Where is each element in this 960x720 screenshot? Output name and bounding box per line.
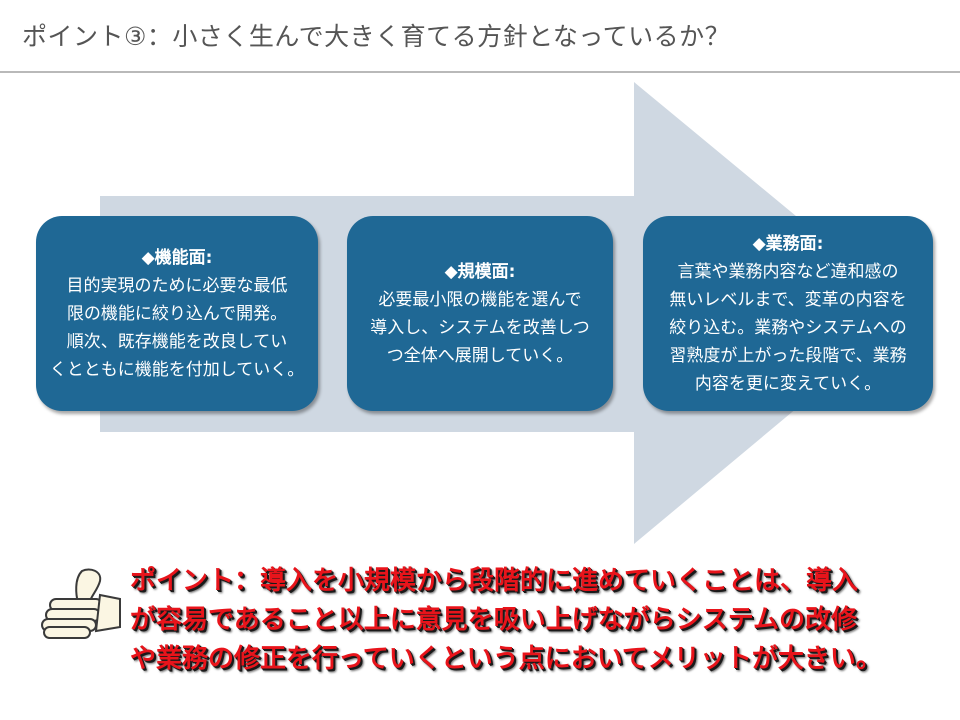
key-point-line: が容易であること以上に意見を吸い上げながらシステムの改修 bbox=[130, 605, 857, 635]
box-line: 言葉や業務内容など違和感の bbox=[677, 261, 899, 282]
box-line: 絞り込む。業務やシステムへの bbox=[669, 317, 907, 338]
key-point-line: ポイント：導入を小規模から段階的に進めていくことは、導入 bbox=[130, 566, 859, 596]
box-line: 目的実現のために必要な最低 bbox=[66, 275, 288, 296]
scale-aspect-box: ◆規模面: 必要最小限の機能を選んで 導入し、システムを改善しつ つ全体へ展開し… bbox=[347, 216, 613, 411]
thumbs-up-hand-icon bbox=[41, 568, 121, 639]
box-heading: ◆機能面: bbox=[141, 247, 213, 268]
box-line: 必要最小限の機能を選んで bbox=[378, 289, 582, 310]
box-line: 無いレベルまで、変革の内容を bbox=[669, 289, 907, 310]
box-line: 習熟度が上がった段階で、業務 bbox=[669, 345, 907, 366]
slide-title: ポイント③：小さく生んで大きく育てる方針となっているか？ bbox=[22, 22, 731, 51]
box-heading: ◆業務面: bbox=[752, 233, 824, 254]
box-line: 順次、既存機能を改良してい bbox=[66, 331, 288, 352]
key-point-text: ポイント：導入を小規模から段階的に進めていくことは、導入 が容易であること以上に… bbox=[130, 562, 940, 679]
key-point-line: や業務の修正を行っていくという点においてメリットが大きい。 bbox=[130, 644, 882, 674]
box-line: くとともに機能を付加していく。 bbox=[49, 359, 305, 380]
feature-aspect-box: ◆機能面: 目的実現のために必要な最低 限の機能に絞り込んで開発。 順次、既存機… bbox=[36, 216, 318, 411]
box-line: 導入し、システムを改善しつ bbox=[370, 317, 590, 338]
box-line: 内容を更に変えていく。 bbox=[694, 373, 882, 394]
business-aspect-box: ◆業務面: 言葉や業務内容など違和感の 無いレベルまで、変革の内容を 絞り込む。… bbox=[643, 216, 933, 411]
box-line: 限の機能に絞り込んで開発。 bbox=[66, 303, 288, 324]
box-heading: ◆規模面: bbox=[444, 261, 516, 282]
box-line: つ全体へ展開していく。 bbox=[386, 345, 574, 366]
title-divider bbox=[0, 71, 960, 73]
